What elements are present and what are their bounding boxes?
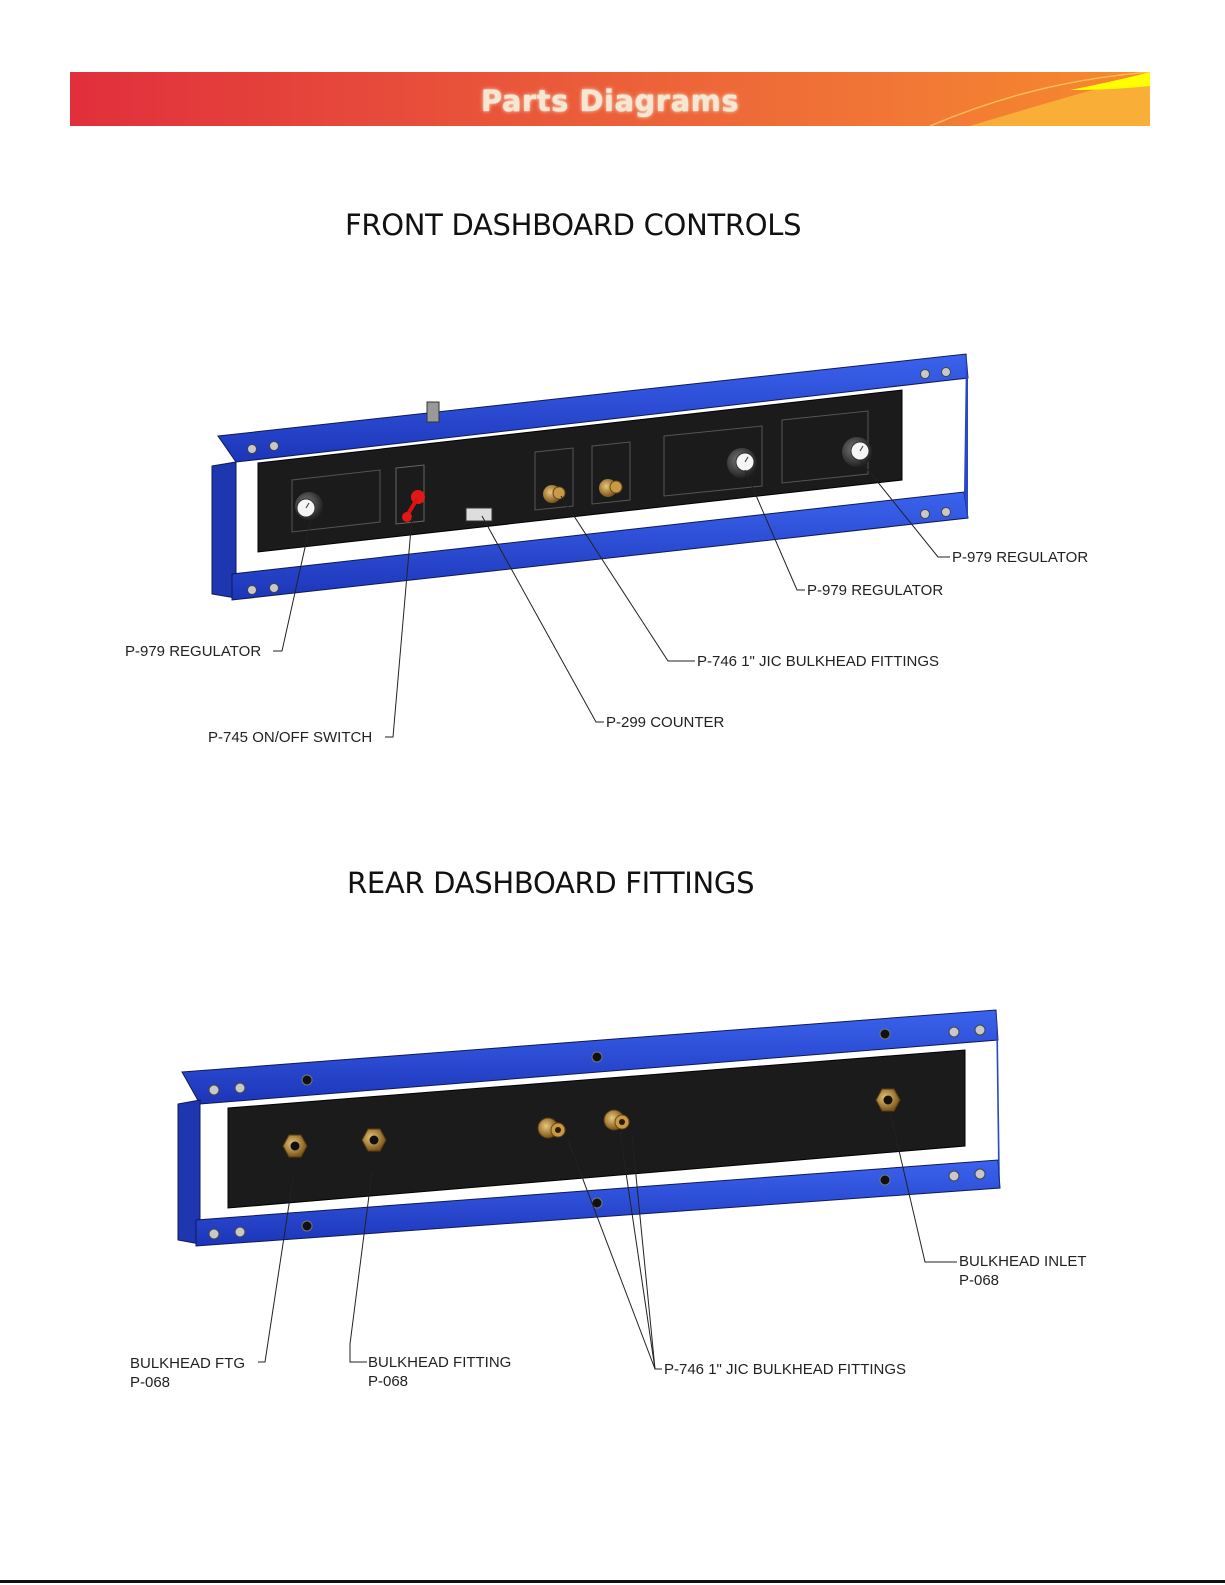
callout-bulkhead-inlet: BULKHEAD INLET P-068 — [959, 1252, 1087, 1290]
callout-bulkhead-ftg-part: P-068 — [130, 1373, 245, 1392]
callout-bulkhead-inlet-name: BULKHEAD INLET — [959, 1252, 1087, 1271]
callout-bulkhead-fitting: BULKHEAD FITTING P-068 — [368, 1353, 511, 1391]
callout-bulkhead-inlet-part: P-068 — [959, 1271, 1087, 1290]
callout-jic-fittings-rear: P-746 1" JIC BULKHEAD FITTINGS — [664, 1360, 906, 1379]
callout-bulkhead-fitting-part: P-068 — [368, 1372, 511, 1391]
callout-bulkhead-ftg: BULKHEAD FTG P-068 — [130, 1354, 245, 1392]
callout-bulkhead-fitting-name: BULKHEAD FITTING — [368, 1353, 511, 1372]
bottom-rule — [0, 1580, 1225, 1583]
callout-bulkhead-ftg-name: BULKHEAD FTG — [130, 1354, 245, 1373]
